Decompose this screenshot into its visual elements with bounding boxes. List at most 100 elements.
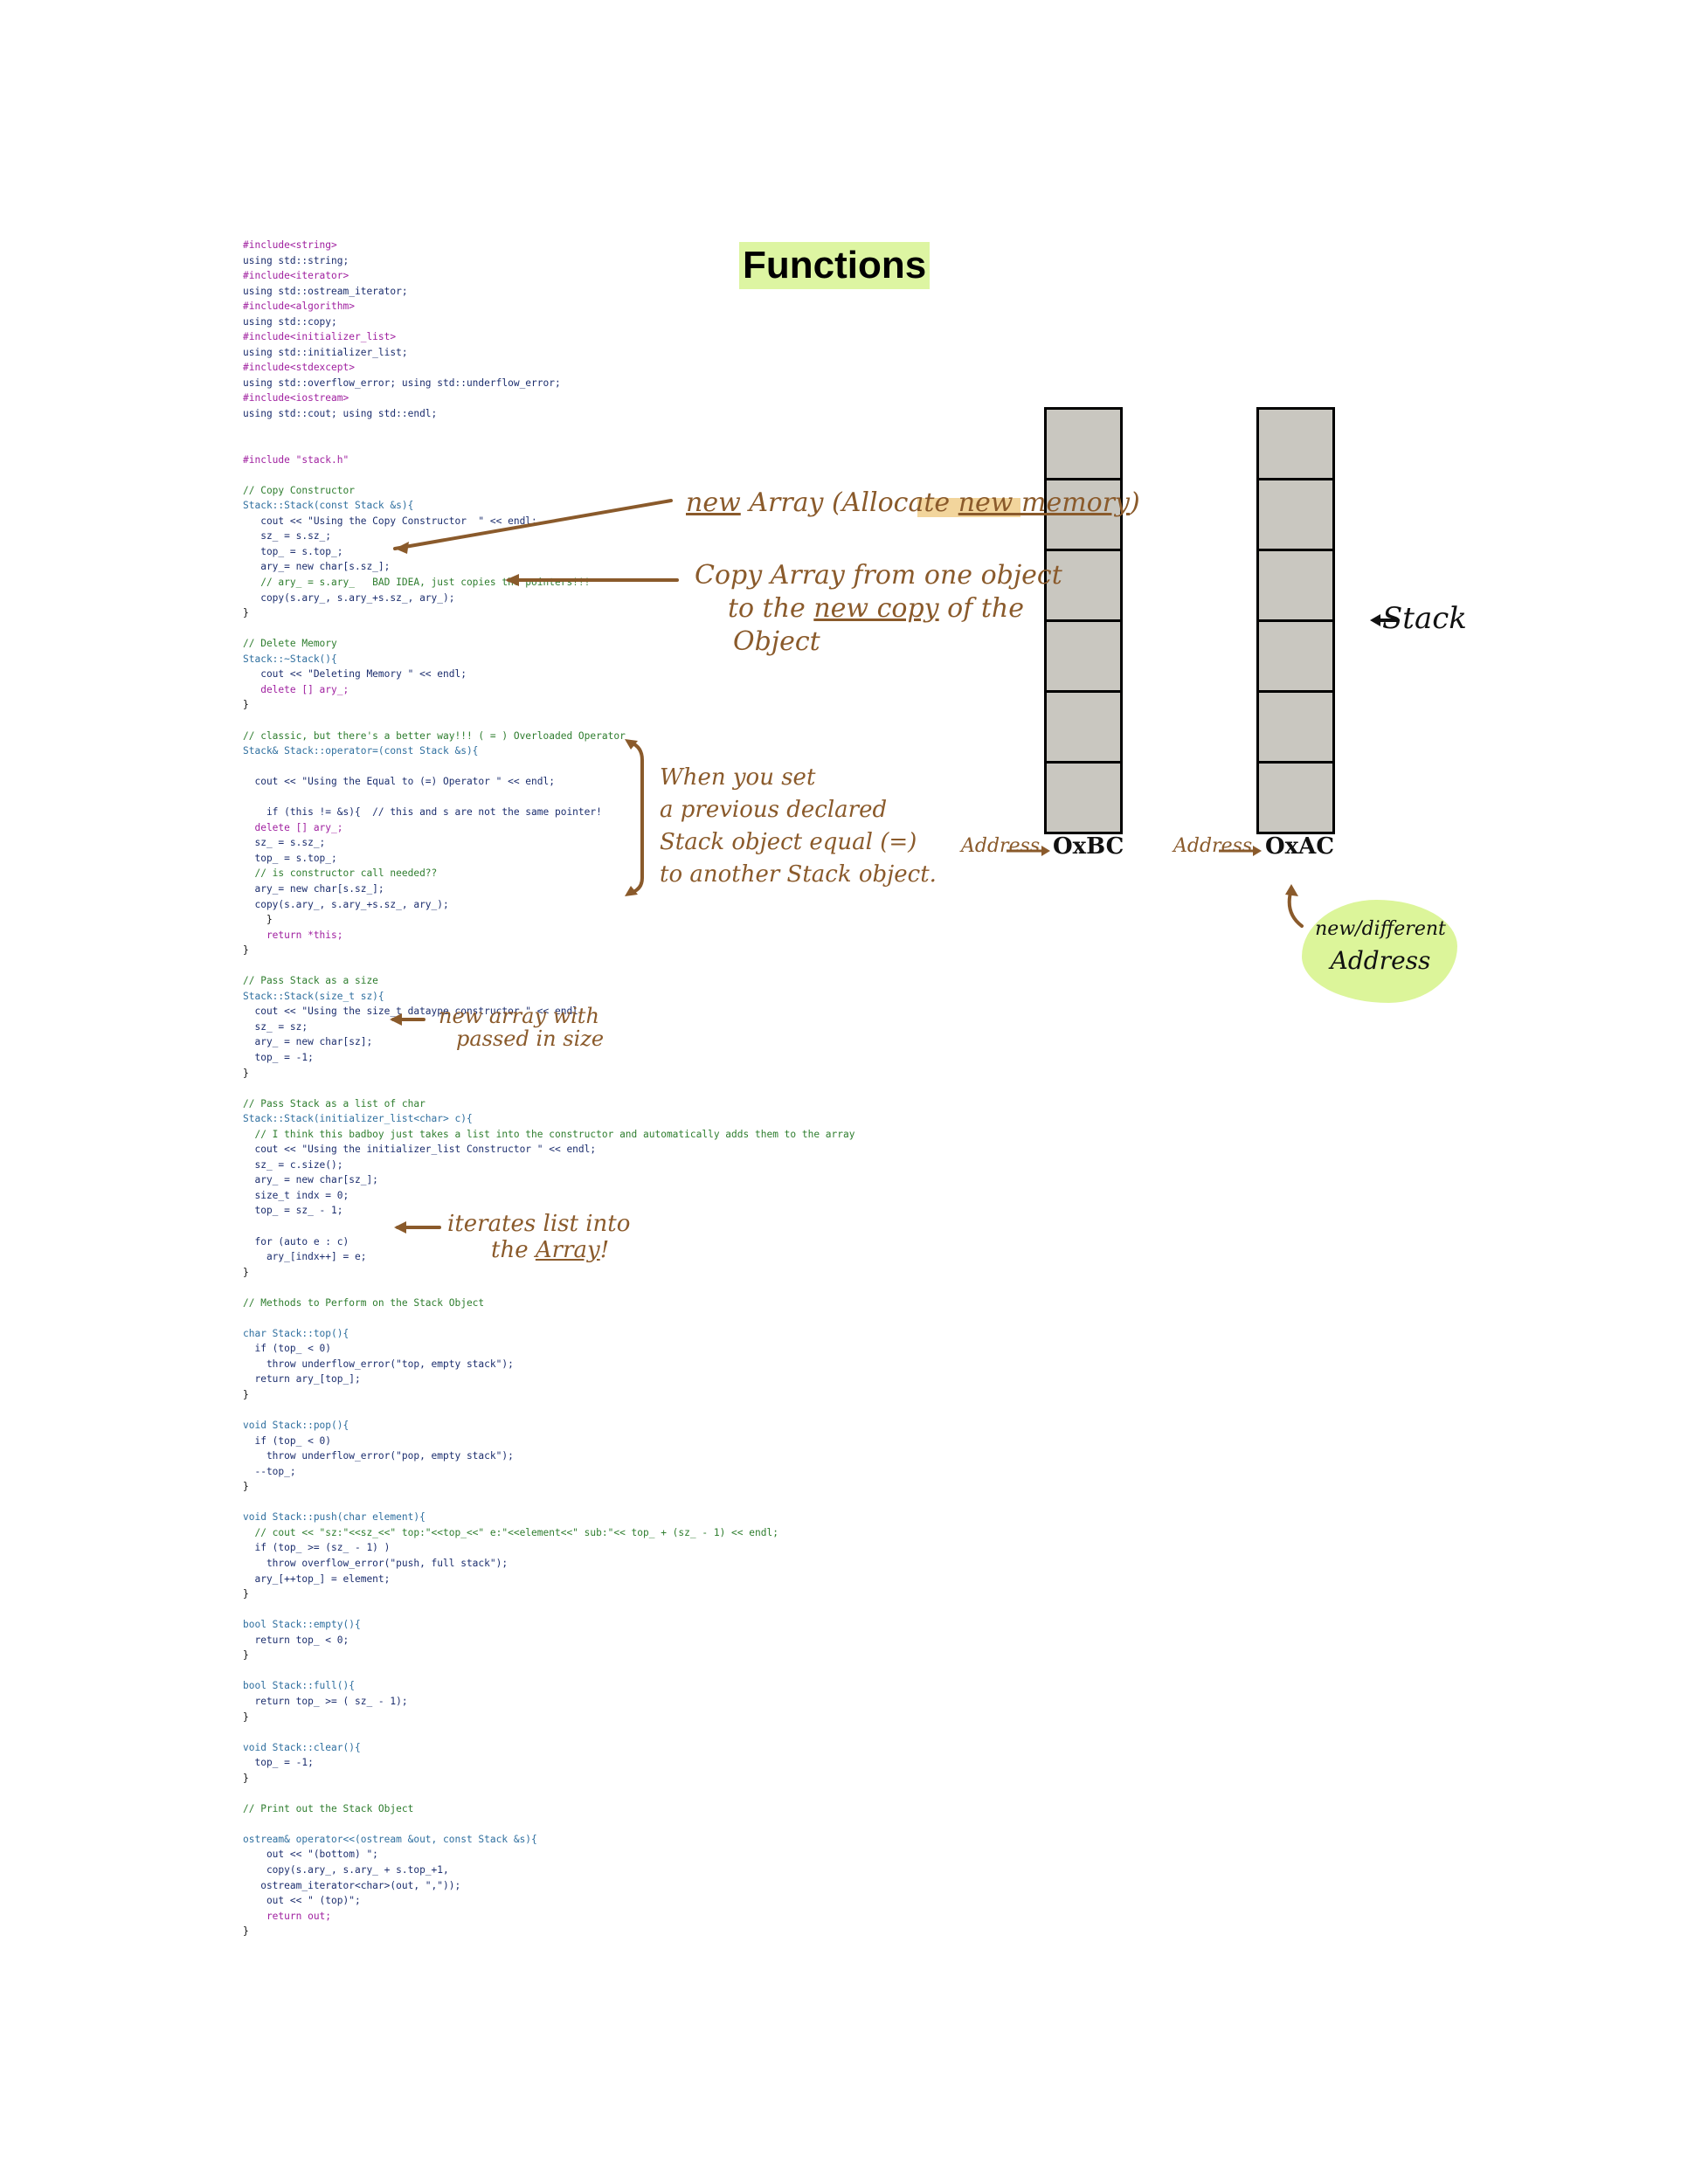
code-line: // Pass Stack as a list of char (243, 1097, 425, 1109)
code-line: for (auto e : c) (243, 1235, 349, 1248)
annotation-copy-line2c: of the (938, 593, 1025, 624)
stack-cell (1047, 551, 1120, 622)
address-label-2: Address (1173, 835, 1253, 857)
code-line: copy(s.ary_, s.ary_+s.sz_, ary_); (243, 898, 449, 910)
code-line: bool Stack::full(){ (243, 1680, 355, 1692)
code-line: // Pass Stack as a size (243, 975, 378, 987)
new-address-note: new/different Address (1315, 914, 1446, 977)
code-line: using std::string; (243, 254, 349, 266)
code-line: if (top_ < 0) (243, 1343, 332, 1355)
code-line: Stack::Stack(size_t sz){ (243, 990, 384, 1002)
code-line: // Print out the Stack Object (243, 1802, 414, 1814)
code-line: ostream_iterator<char>(out, ",")); (243, 1879, 461, 1891)
code-line: // Copy Constructor (243, 484, 355, 496)
annotation-set-line1: When you set (660, 764, 816, 791)
annotation-iterates-line2a: the (491, 1237, 536, 1263)
code-line: } (243, 1588, 249, 1600)
new-address-line1: new/different (1315, 918, 1446, 940)
annotation-assignment: When you set a previous declared Stack o… (660, 762, 937, 891)
code-line: return out; (243, 1910, 332, 1922)
code-line: ary_[++top_] = element; (243, 1572, 391, 1585)
code-line: copy(s.ary_, s.ary_ + s.top_+1, (243, 1863, 449, 1876)
new-address-highlight (1302, 900, 1457, 1003)
annotation-new-size: new array with passed in size (439, 1005, 604, 1050)
annotation-close-paren: ) (1130, 487, 1140, 518)
stack-cell (1259, 551, 1332, 622)
code-line: size_t indx = 0; (243, 1189, 349, 1201)
code-line: } (243, 1067, 249, 1079)
code-line: sz_ = s.sz_; (243, 530, 332, 543)
code-line: top_ = -1; (243, 1757, 314, 1769)
stack-cell (1259, 622, 1332, 693)
code-line: // cout << "sz:"<<sz_<<" top:"<<top_<<" … (243, 1526, 778, 1538)
stack-cell (1047, 622, 1120, 693)
code-line: using std::initializer_list; (243, 346, 408, 358)
code-line: Stack::Stack(const Stack &s){ (243, 500, 414, 512)
annotation-iterates: iterates list into the Array! (447, 1211, 630, 1263)
code-line: throw underflow_error("pop, empty stack"… (243, 1450, 514, 1462)
code-line: ary_[indx++] = e; (243, 1251, 367, 1263)
annotation-copy-line3: Object (733, 626, 820, 657)
code-line: using std::cout; using std::endl; (243, 408, 438, 420)
code-line: #include "stack.h" (243, 453, 349, 466)
page-title: Functions (739, 242, 930, 289)
annotation-copy-line2b: new copy (813, 593, 939, 624)
code-line: bool Stack::empty(){ (243, 1619, 361, 1631)
code-line: if (top_ >= (sz_ - 1) ) (243, 1542, 391, 1554)
code-line: copy(s.ary_, s.ary_+s.sz_, ary_); (243, 591, 455, 604)
code-line: using std::overflow_error; using std::un… (243, 377, 561, 389)
code-line: ary_ = new char[sz_]; (243, 1174, 378, 1186)
annotation-iterates-line2c: ! (599, 1237, 610, 1263)
code-line: Stack::~Stack(){ (243, 653, 337, 665)
code-line: out << "(bottom) "; (243, 1849, 378, 1861)
stack-cell (1259, 410, 1332, 480)
annotation-new-memory: new memory (958, 487, 1130, 518)
new-address-line2: Address (1330, 946, 1431, 975)
code-line: --top_; (243, 1465, 296, 1477)
code-line: ary_= new char[s.sz_]; (243, 561, 391, 573)
address-label-1: Address (961, 835, 1041, 857)
code-line: } (243, 1481, 249, 1493)
stack-cell (1047, 410, 1120, 480)
code-line: #include<stdexcept> (243, 362, 355, 374)
code-line: #include<initializer_list> (243, 331, 397, 343)
annotation-iterates-line1: iterates list into (447, 1211, 631, 1237)
annotation-copy-array: Copy Array from one object to the new co… (695, 559, 1062, 659)
annotation-set-line3: Stack object equal (=) (660, 829, 917, 855)
code-line: ostream& operator<<(ostream &out, const … (243, 1833, 537, 1845)
annotation-copy-line2a: to the (728, 593, 814, 624)
annotation-set-line4: to another Stack object. (660, 861, 937, 888)
code-line: top_ = s.top_; (243, 852, 337, 864)
code-line: cout << "Deleting Memory " << endl; (243, 668, 467, 681)
code-line: ary_ = new char[sz]; (243, 1036, 373, 1048)
code-line: #include<iostream> (243, 392, 349, 404)
bracket-assign (629, 741, 644, 895)
code-line: cout << "Using the size_t dataype constr… (243, 1006, 585, 1018)
address-value-2: OxAC (1265, 833, 1335, 860)
code-line: } (243, 1772, 249, 1784)
annotation-set-line2: a previous declared (660, 797, 888, 823)
stack-label: Stack (1382, 601, 1467, 636)
code-line: // Methods to Perform on the Stack Objec… (243, 1296, 485, 1309)
code-line: #include<iterator> (243, 270, 349, 282)
code-line: #include<string> (243, 239, 337, 251)
stack-diagram-2 (1256, 407, 1335, 834)
code-line: return ary_[top_]; (243, 1373, 361, 1386)
code-line: sz_ = c.size(); (243, 1158, 343, 1171)
stack-cell (1047, 480, 1120, 551)
stack-diagram-1 (1044, 407, 1123, 834)
code-line: return top_ >= ( sz_ - 1); (243, 1695, 408, 1707)
code-line: if (top_ < 0) (243, 1434, 332, 1447)
code-line: // classic, but there's a better way!!! … (243, 729, 626, 742)
code-line: Stack::Stack(initializer_list<char> c){ (243, 1113, 473, 1125)
code-line: void Stack::push(char element){ (243, 1511, 425, 1524)
stack-cell (1047, 693, 1120, 764)
code-line: // Delete Memory (243, 638, 337, 650)
code-line: Stack& Stack::operator=(const Stack &s){ (243, 745, 479, 757)
code-line: } (243, 607, 249, 619)
stack-cell (1259, 480, 1332, 551)
code-line: char Stack::top(){ (243, 1327, 349, 1339)
code-line: } (243, 1649, 249, 1662)
code-line: cout << "Using the Equal to (=) Operator… (243, 776, 555, 788)
